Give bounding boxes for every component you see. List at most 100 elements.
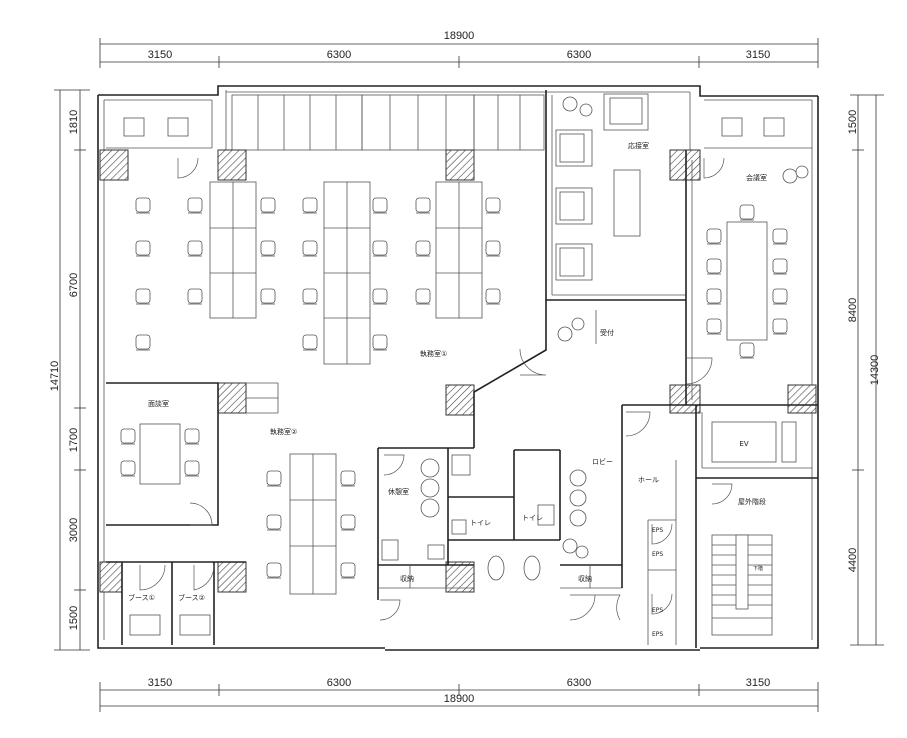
eps-3-label: EPS [652,607,663,614]
chair [260,288,276,304]
office-2-label: 執務室② [270,427,297,436]
chair [415,197,431,213]
room-labels: 応接室 会議室 執務室① 執務室② 面談室 受付 休憩室 トイレ トイレ ロビー… [128,141,767,638]
elevator: EV [711,421,797,463]
toilet-1-label: トイレ [470,519,491,527]
eps-2-label: EPS [652,551,663,558]
booth-2-label: ブース② [178,593,205,602]
interview-room-label: 面談室 [148,399,169,408]
chair [706,228,722,244]
toilet-2-label: トイレ [522,514,543,522]
balcony-planters [123,117,785,137]
chair [772,288,788,304]
chair [340,470,356,486]
office-2-chairs [266,470,356,579]
hall-label: ホール [638,476,659,484]
fire-door-label: 下階 [753,565,763,572]
chair [302,288,318,304]
chair [184,428,200,444]
chair [302,197,318,213]
chair [302,334,318,350]
reception-desk-label: 受付 [600,328,614,337]
office-2-desks [289,453,337,595]
chair [739,342,755,358]
chair [266,562,282,578]
left-dimension-1: 1810 [68,110,80,134]
right-total-dimension: 14300 [869,355,881,386]
chair [135,197,151,213]
interior-walls [106,90,818,648]
left-dimension-4: 3000 [68,518,80,542]
booth-furniture [129,614,211,636]
chair [372,240,388,256]
meeting-room-label: 会議室 [746,173,767,182]
right-dimension-1: 1500 [847,110,859,134]
outer-walls [97,85,819,651]
chair [485,288,501,304]
lobby-label: ロビー [592,457,613,466]
chair [266,470,282,486]
chair [184,460,200,476]
interview-room-chairs [120,428,200,477]
chair [372,334,388,350]
chair [135,288,151,304]
office-1-desks [209,181,483,365]
chair [772,318,788,334]
door-swings [139,157,733,621]
chair [739,204,755,220]
chair [120,428,136,444]
bottom-dimensions: 3150 6300 6300 3150 18900 [99,677,819,712]
chair [260,197,276,213]
meeting-room-plant [782,165,809,184]
left-dimension-2: 6700 [68,273,80,297]
bottom-dimension-3: 6300 [567,677,591,689]
right-dimensions: 1500 8400 4400 14300 [847,94,884,646]
chair [187,240,203,256]
left-total-dimension: 14710 [49,361,61,392]
outdoor-stairs-label: 屋外階段 [738,497,766,506]
chair [372,288,388,304]
chair [135,334,151,350]
reception-desk [557,310,597,344]
chair [120,460,136,476]
reception-room-label: 応接室 [628,141,649,150]
chair [772,228,788,244]
chair [187,288,203,304]
chair [302,240,318,256]
chair [340,562,356,578]
rest-room-furniture [381,454,471,561]
meeting-table [726,221,768,341]
top-total-dimension: 18900 [444,30,475,42]
storage-2-label: 収納 [578,574,592,583]
chair [187,197,203,213]
chair [340,514,356,530]
meeting-room-chairs [706,204,788,359]
top-dimension-2: 6300 [327,49,351,61]
chair [706,258,722,274]
chair [135,240,151,256]
top-dimension-4: 3150 [746,49,770,61]
ev-label: EV [739,440,748,448]
bottom-dimension-1: 3150 [148,677,172,689]
eps-4-label: EPS [652,631,663,638]
storage-1-label: 収納 [400,574,414,583]
left-dimension-3: 1700 [68,428,80,452]
structural-columns [99,149,817,593]
chair [372,197,388,213]
left-dimension-5: 1500 [68,606,80,630]
left-dimensions: 14710 1810 6700 1700 3000 1500 [49,89,90,651]
office-1-chairs [135,197,501,351]
top-dimension-3: 6300 [567,49,591,61]
chair [415,288,431,304]
bottom-total-dimension: 18900 [444,693,475,705]
top-dimension-1: 3150 [148,49,172,61]
chair [415,240,431,256]
reception-sofas [555,93,649,281]
office-1-label: 執務室① [420,349,447,358]
right-dimension-2: 8400 [847,298,859,322]
eps-1-label: EPS [652,527,663,534]
booth-1-label: ブース① [128,593,155,602]
bottom-dimension-2: 6300 [327,677,351,689]
interview-room-table [139,423,181,485]
